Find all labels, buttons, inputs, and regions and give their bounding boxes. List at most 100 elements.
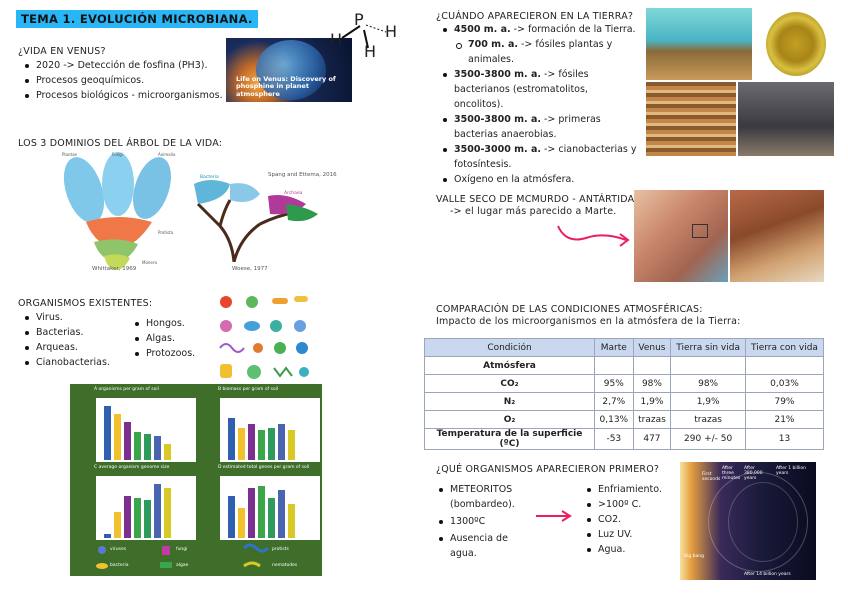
timeline-label-380000-years: After 380,000 years xyxy=(744,466,763,481)
page-title: TEMA 1. EVOLUCIÓN MICROBIANA. xyxy=(16,10,258,28)
list-item: Protozoos. xyxy=(132,346,195,361)
list-item: Oxígeno en la atmósfera. xyxy=(440,172,640,187)
domain-label-bacteria: Bacteria xyxy=(200,174,219,180)
mcmurdo-heading: VALLE SECO DE MCMURDO - ANTÁRTIDA: xyxy=(436,194,638,205)
oncolite-photo xyxy=(756,8,834,80)
table-row: N₂ 2,7% 1,9% 1,9% 79% xyxy=(424,392,825,411)
timeline-label-14-billion-years: After 14 billion years xyxy=(744,572,791,577)
woese-tree-diagram: Bacteria Archaea Eukarya xyxy=(194,174,318,262)
column-header: Venus xyxy=(632,338,672,357)
earth-timeline-list: 4500 m. a. -> formación de la Tierra. 70… xyxy=(440,22,640,187)
legend-viruses: viruses xyxy=(110,547,127,552)
phosphine-molecule-diagram xyxy=(341,24,387,49)
first-conditions-list: METEORITOS (bombardeo). 1300ºC Ausencia … xyxy=(436,482,532,561)
mcmurdo-photo-zoom xyxy=(730,190,824,282)
table-row: CO₂ 95% 98% 98% 0,03% xyxy=(424,374,825,393)
list-item: Algas. xyxy=(132,331,195,346)
list-item: 3500-3800 m. a. -> primeras bacterias an… xyxy=(440,112,640,142)
rock-layers-photo xyxy=(646,82,736,156)
timeline-label-first-seconds: First seconds xyxy=(702,472,721,482)
atmos-subheading: Impacto de los microorganismos en la atm… xyxy=(436,316,741,327)
timeline-label-1-billion-years: After 1 billion years xyxy=(776,466,806,476)
venus-image-caption: Life on Venus: Discovery of phosphine in… xyxy=(236,74,336,98)
tree-label-monera: Monera xyxy=(142,260,158,265)
organisms-list-1: Virus. Bacterias. Arqueas. Cianobacteria… xyxy=(22,310,110,370)
tree-label-fungi: Fungi xyxy=(112,152,123,157)
list-item: >100º C. xyxy=(584,497,662,512)
legend-nematodes: nematodes xyxy=(272,563,298,568)
list-item: 3500-3000 m. a. -> cianobacterias y foto… xyxy=(440,142,640,172)
microorganisms-illustration xyxy=(219,296,309,379)
list-item: Cianobacterias. xyxy=(22,355,110,370)
table-header-row: Condición Marte Venus Tierra sin vida Ti… xyxy=(424,338,825,357)
list-item: Bacterias. xyxy=(22,325,110,340)
atmos-heading: COMPARACIÓN DE LAS CONDICIONES ATMOSFÉRI… xyxy=(436,304,703,315)
later-conditions-list: Enfriamiento. >100º C. CO2. Luz UV. Agua… xyxy=(584,482,662,557)
organisms-list-2: Hongos. Algas. Protozoos. xyxy=(132,316,195,361)
universe-timeline-image: First seconds After three minutes After … xyxy=(680,462,816,580)
phosphorus-atom: P xyxy=(354,10,364,29)
table-row: O₂ 0,13% trazas trazas 21% xyxy=(424,410,825,429)
column-header: Tierra sin vida xyxy=(670,338,746,357)
tree-label-protista: Protista xyxy=(158,230,174,235)
organisms-heading: ORGANISMOS EXISTENTES: xyxy=(18,298,153,309)
woese-caption: Woese, 1977 xyxy=(232,266,268,272)
domain-label-archaea: Archaea xyxy=(284,190,303,196)
list-item: 4500 m. a. -> formación de la Tierra. xyxy=(440,22,640,37)
column-header: Tierra con vida xyxy=(744,338,825,357)
legend-algae: algae xyxy=(176,563,189,568)
chart-panel-b-title: B biomass per gram of soil xyxy=(218,387,279,392)
section-label: Atmósfera xyxy=(424,356,595,375)
atmosphere-comparison-table: Condición Marte Venus Tierra sin vida Ti… xyxy=(424,338,825,450)
domains-heading: LOS 3 DOMINIOS DEL ÁRBOL DE LA VIDA: xyxy=(18,138,223,149)
tree-label-plantae: Plantae xyxy=(62,152,78,157)
legend-protists: protists xyxy=(272,547,289,552)
first-organisms-heading: ¿QUÉ ORGANISMOS APARECIERON PRIMERO? xyxy=(436,464,660,475)
chart-panel-c-title: C average organism genome size xyxy=(94,465,170,470)
list-item: METEORITOS (bombardeo). xyxy=(436,482,532,512)
list-item: Hongos. xyxy=(132,316,195,331)
list-item: Procesos geoquímicos. xyxy=(22,73,223,88)
legend-bacteria: bacteria xyxy=(110,563,129,568)
list-item: Procesos biológicos - microorganismos. xyxy=(22,88,223,103)
fossil-formation-photo xyxy=(738,82,834,156)
mcmurdo-description: -> el lugar más parecido a Marte. xyxy=(450,206,617,217)
list-item: Enfriamiento. xyxy=(584,482,662,497)
woese-credit: Spang and Ettema, 2016 xyxy=(268,172,337,178)
hydrogen-atom-left: H xyxy=(330,30,343,49)
chart-panel-d-title: D estimated total genes per gram of soil xyxy=(218,465,310,470)
timeline-label-big-bang: Big bang xyxy=(684,554,704,559)
soil-charts-panel: A organisms per gram of soil B biomass p… xyxy=(70,384,322,576)
list-item: CO2. xyxy=(584,512,662,527)
list-item: 700 m. a. -> fósiles plantas y animales. xyxy=(440,37,640,67)
mcmurdo-photo-wide xyxy=(634,190,728,282)
tree-label-animalia: Animalia xyxy=(158,152,176,157)
earth-heading: ¿CUÁNDO APARECIERON EN LA TIERRA? xyxy=(436,11,634,22)
table-section-row: Atmósfera xyxy=(424,356,825,375)
list-item: Arqueas. xyxy=(22,340,110,355)
timeline-label-three-minutes: After three minutes xyxy=(722,466,741,481)
venus-image: Life on Venus: Discovery of phosphine in… xyxy=(226,38,352,102)
venus-list: 2020 -> Detección de fosfina (PH3). Proc… xyxy=(22,58,223,103)
curved-arrow-icon xyxy=(557,225,630,247)
list-item: 3500-3800 m. a. -> fósiles bacterianos (… xyxy=(440,67,640,112)
list-item: 2020 -> Detección de fosfina (PH3). xyxy=(22,58,223,73)
hydrogen-atom-right: H xyxy=(385,22,398,41)
domain-label-eukarya: Eukarya xyxy=(294,210,312,216)
list-item: Ausencia de agua. xyxy=(436,531,532,561)
whittaker-tree-diagram: Plantae Fungi Animalia Protista Monera xyxy=(62,152,176,270)
legend-fungi: fungi xyxy=(176,547,188,552)
chart-panel-a-title: A organisms per gram of soil xyxy=(94,387,159,392)
list-item: Virus. xyxy=(22,310,110,325)
table-row: Temperatura de la superficie (ºC) -53 47… xyxy=(424,428,825,450)
list-item: Luz UV. xyxy=(584,527,662,542)
list-item: 1300ºC xyxy=(436,514,532,529)
whittaker-caption: Whittaker, 1969 xyxy=(92,266,137,272)
hydrogen-atom-bottom: H xyxy=(364,42,377,61)
list-item: Agua. xyxy=(584,542,662,557)
stromatolite-photo xyxy=(646,8,752,80)
venus-heading: ¿VIDA EN VENUS? xyxy=(18,46,106,57)
column-header: Marte xyxy=(594,338,634,357)
column-header: Condición xyxy=(424,338,595,357)
soil-bar-charts xyxy=(96,398,320,569)
